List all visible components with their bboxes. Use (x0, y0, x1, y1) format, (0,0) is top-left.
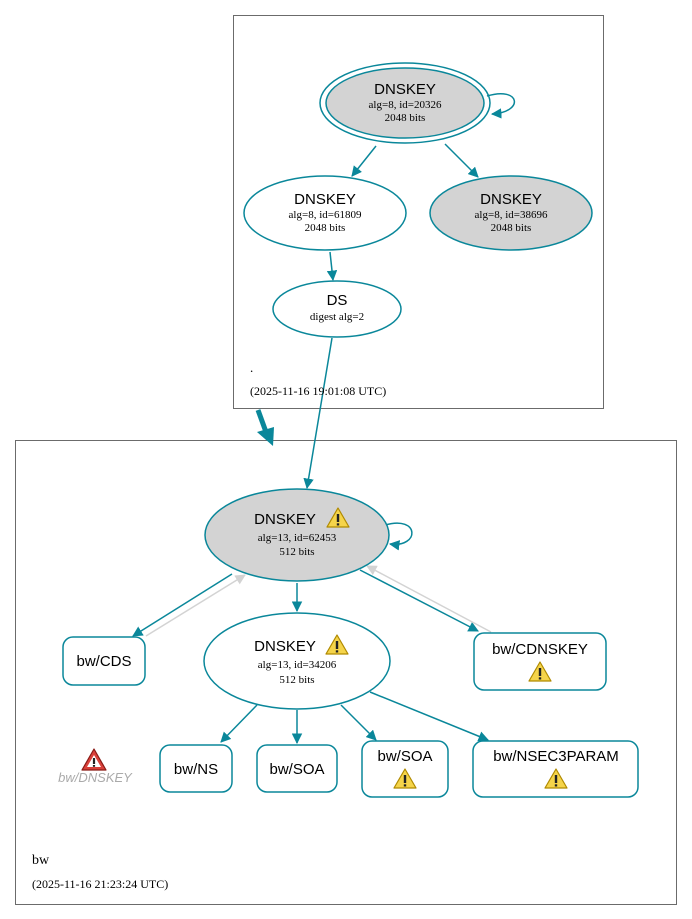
bw-dnskey-error-label: bw/DNSKEY (58, 770, 133, 785)
edge-bw-ksk-cds (132, 573, 233, 637)
bw-soa2-node[interactable]: bw/SOA (361, 740, 449, 798)
root-ksk-line2: 2048 bits (385, 112, 426, 124)
edge-cds-bw-ksk (145, 574, 246, 637)
edge-ds-bw-ksk (303, 337, 333, 490)
bw-ksk-line1: alg=13, id=62453 (258, 532, 337, 544)
edge-bw-ksk-self (384, 522, 413, 551)
bw-ksk-title: DNSKEY (254, 511, 316, 528)
edge-root-zsk-ds (326, 251, 338, 282)
edge-cdnskey-bw-ksk (366, 565, 492, 633)
bw-ns-node[interactable]: bw/NS (159, 744, 233, 793)
warning-icon (544, 768, 568, 789)
bw-cdnskey-label: bw/CDNSKEY (492, 641, 588, 658)
bw-ns-label: bw/NS (174, 761, 218, 778)
root-standby-line2: 2048 bits (491, 222, 532, 234)
delegation-arrow (255, 409, 274, 446)
bw-soa1-node[interactable]: bw/SOA (256, 744, 338, 793)
edge-root-ksk-standby (444, 143, 479, 178)
edge-bw-ksk-cdnskey (359, 569, 479, 632)
bw-soa2-label: bw/SOA (377, 748, 432, 765)
error-icon (81, 748, 107, 771)
bw-zsk-line1: alg=13, id=34206 (258, 659, 337, 671)
bw-zone-box (15, 440, 677, 905)
root-ds-title: DS (327, 292, 348, 309)
edge-zsk-nsec3param (369, 691, 489, 742)
root-ksk-title: DNSKEY (374, 81, 436, 98)
edge-root-ksk-zsk (351, 145, 377, 177)
root-zsk-title: DNSKEY (294, 191, 356, 208)
root-zsk-line2: 2048 bits (305, 222, 346, 234)
bw-soa1-label: bw/SOA (269, 761, 324, 778)
edge-root-ksk-self (486, 93, 515, 119)
bw-dnskey-error-node[interactable]: bw/DNSKEY (58, 748, 133, 785)
bw-ksk-line2: 512 bits (279, 546, 314, 558)
root-zone-timestamp: (2025-11-16 19:01:08 UTC) (250, 384, 386, 398)
bw-zsk-node[interactable]: DNSKEY alg=13, id=34206 512 bits (203, 612, 391, 710)
root-zsk-node[interactable]: DNSKEY alg=8, id=61809 2048 bits (243, 175, 407, 251)
root-standby-title: DNSKEY (480, 191, 542, 208)
edge-zsk-ns (220, 704, 258, 743)
bw-zsk-title: DNSKEY (254, 638, 316, 655)
root-ksk-node[interactable]: DNSKEY alg=8, id=20326 2048 bits (319, 62, 491, 144)
root-zsk-line1: alg=8, id=61809 (289, 209, 362, 221)
bw-nsec3param-label: bw/NSEC3PARAM (493, 748, 619, 765)
bw-zone-name: bw (32, 853, 50, 868)
root-edges (303, 93, 515, 490)
bw-cdnskey-node[interactable]: bw/CDNSKEY (473, 632, 607, 691)
warning-icon (325, 634, 349, 655)
root-standby-line1: alg=8, id=38696 (475, 209, 548, 221)
root-ds-node[interactable]: DS digest alg=2 (272, 280, 402, 338)
edge-zsk-soa2 (340, 704, 377, 741)
warning-icon (393, 768, 417, 789)
bw-cds-node[interactable]: bw/CDS (62, 636, 146, 686)
bw-zone-timestamp: (2025-11-16 21:23:24 UTC) (32, 877, 168, 891)
bw-cds-label: bw/CDS (76, 653, 131, 670)
root-zone-name: . (250, 360, 253, 375)
root-zone-box (233, 15, 604, 409)
bw-zsk-line2: 512 bits (279, 674, 314, 686)
bw-nsec3param-node[interactable]: bw/NSEC3PARAM (472, 740, 639, 798)
root-standby-node[interactable]: DNSKEY alg=8, id=38696 2048 bits (429, 175, 593, 251)
bw-ksk-node[interactable]: DNSKEY alg=13, id=62453 512 bits (204, 488, 390, 582)
root-ds-line1: digest alg=2 (310, 311, 364, 323)
root-ksk-line1: alg=8, id=20326 (369, 99, 442, 111)
bw-edges (132, 522, 492, 745)
warning-icon (528, 661, 552, 682)
warning-icon (326, 507, 350, 528)
